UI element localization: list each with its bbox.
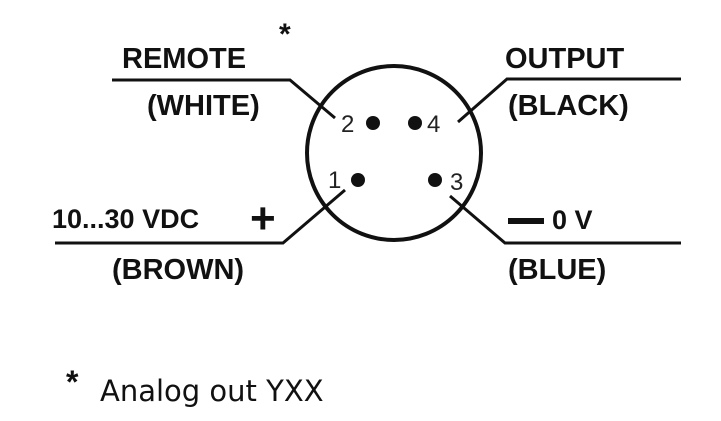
pin-3-number: 3 — [450, 169, 463, 196]
remote-asterisk: * — [279, 18, 291, 51]
brown-wire-label: (BROWN) — [112, 254, 244, 286]
pin-1-number: 1 — [328, 167, 341, 194]
pin-1-dot — [351, 173, 365, 187]
footnote-text: Analog out YXX — [100, 374, 324, 408]
wire-remote — [112, 78, 336, 120]
pin-2-number: 2 — [341, 111, 354, 138]
zero-volt-label: 0 V — [552, 205, 593, 235]
pin-4-dot — [408, 116, 422, 130]
white-wire-label: (WHITE) — [147, 90, 260, 122]
black-wire-label: (BLACK) — [508, 90, 629, 122]
plus-sign: + — [250, 194, 276, 243]
blue-wire-label: (BLUE) — [508, 254, 606, 286]
pin-2-dot — [366, 116, 380, 130]
wire-ground — [449, 194, 681, 245]
wire-output — [457, 77, 681, 124]
output-label: OUTPUT — [505, 43, 625, 75]
connector-circle — [305, 64, 483, 242]
remote-label: REMOTE — [122, 43, 246, 75]
pin-3-dot — [428, 173, 442, 187]
minus-sign — [508, 218, 544, 224]
pin-4-number: 4 — [427, 111, 440, 138]
supply-label: 10...30 VDC — [52, 204, 199, 234]
footnote-asterisk: * — [66, 364, 79, 400]
wire-supply — [55, 188, 346, 245]
